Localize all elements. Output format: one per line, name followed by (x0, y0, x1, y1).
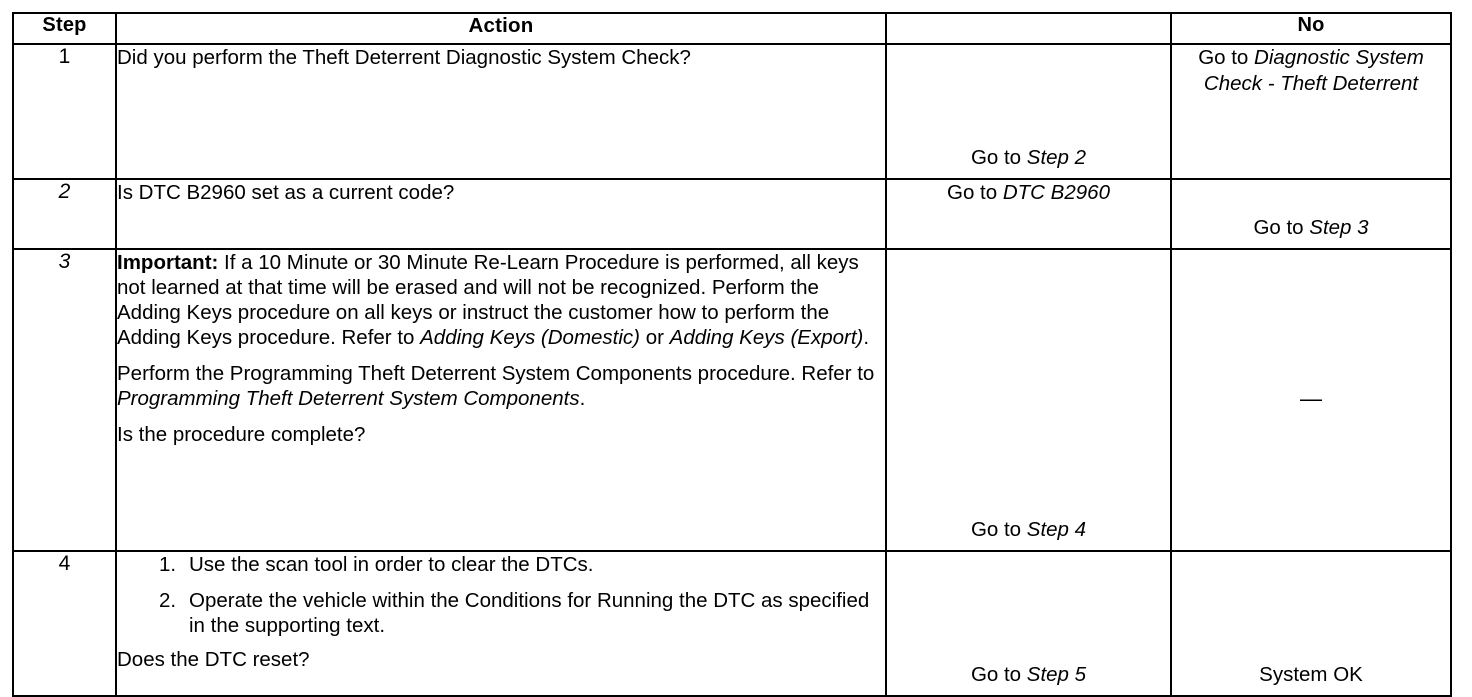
step-number: 3 (58, 250, 71, 273)
document-page: Step Action No 1 Did you perform the The… (0, 0, 1472, 670)
yes-answer-text: Go to Step 5 (887, 662, 1170, 688)
yes-answer-reference: Step 2 (1026, 146, 1087, 169)
important-note-paragraph: Important: If a 10 Minute or 30 Minute R… (117, 250, 885, 350)
no-answer-prefix: Go to (1198, 46, 1255, 69)
action-question: Is the procedure complete? (117, 423, 366, 446)
step-number-cell: 2 (12, 178, 117, 250)
list-item: Use the scan tool in order to clear the … (159, 552, 594, 577)
yes-answer-prefix: Go to (970, 663, 1027, 686)
no-answer-text: — (1300, 386, 1322, 411)
action-cell: Is DTC B2960 set as a current code? (115, 178, 887, 250)
no-answer-text: System OK (1259, 663, 1363, 686)
action-cell: Use the scan tool in order to clear the … (115, 550, 887, 697)
column-header-action: Action (115, 12, 887, 45)
step-number-cell: 3 (12, 248, 117, 552)
yes-answer-reference: Step 5 (1026, 663, 1087, 686)
table-row: 3 Important: If a 10 Minute or 30 Minute… (12, 248, 1452, 552)
reference-programming-theft-deterrent: Programming Theft Deterrent System Compo… (117, 387, 580, 410)
yes-answer-reference: DTC B2960 (1002, 181, 1110, 204)
step-number-cell: 1 (12, 43, 117, 180)
step-number-cell: 4 (12, 550, 117, 697)
diagnostic-procedure-table: Step Action No 1 Did you perform the The… (12, 12, 1452, 697)
no-answer-cell: — (1170, 248, 1452, 552)
important-label: Important: (117, 251, 219, 274)
column-header-no: No (1170, 12, 1452, 45)
action-cell: Did you perform the Theft Deterrent Diag… (115, 43, 887, 180)
para2-end: . (579, 387, 586, 410)
yes-answer-cell: Go to Step 2 (885, 43, 1172, 180)
action-question: Does the DTC reset? (117, 648, 310, 671)
no-answer-text: Go to Step 3 (1172, 215, 1450, 241)
step-number: 2 (58, 180, 71, 203)
table-row: 2 Is DTC B2960 set as a current code? Go… (12, 178, 1452, 250)
action-paragraph: Perform the Programming Theft Deterrent … (117, 361, 885, 411)
yes-answer-text: Go to Step 2 (887, 145, 1170, 171)
important-body: If a 10 Minute or 30 Minute Re-Learn Pro… (117, 251, 859, 349)
action-paragraph: Did you perform the Theft Deterrent Diag… (117, 46, 691, 69)
no-answer-cell: Go to Diagnostic System Check - Theft De… (1170, 43, 1452, 180)
action-step-list: Use the scan tool in order to clear the … (117, 552, 885, 638)
no-answer-text: Go to Diagnostic System Check - Theft De… (1172, 45, 1450, 97)
header-row: Step Action No (12, 12, 1452, 45)
column-header-step: Step (12, 12, 117, 45)
no-answer-cell: Go to Step 3 (1170, 178, 1452, 250)
yes-answer-cell: Go to Step 5 (885, 550, 1172, 697)
para2-start: Perform the Programming Theft Deterrent … (117, 362, 875, 385)
table-header: Step Action No (12, 12, 1452, 45)
reference-adding-keys-domestic: Adding Keys (Domestic) (420, 326, 641, 349)
table-row: 4 Use the scan tool in order to clear th… (12, 550, 1452, 697)
reference-adding-keys-export: Adding Keys (Export) (669, 326, 864, 349)
step-number: 1 (58, 45, 71, 68)
yes-answer-prefix: Go to (947, 181, 1003, 204)
table-body: 1 Did you perform the Theft Deterrent Di… (12, 43, 1452, 697)
yes-answer-cell: Go to Step 4 (885, 248, 1172, 552)
yes-answer-text: Go to DTC B2960 (887, 180, 1170, 206)
yes-answer-cell: Go to DTC B2960 (885, 178, 1172, 250)
important-mid: or (640, 326, 670, 349)
no-answer-cell: System OK (1170, 550, 1452, 697)
action-paragraph: Is DTC B2960 set as a current code? (117, 181, 455, 204)
no-answer-reference: Diagnostic System Check - Theft Deterren… (1203, 46, 1424, 95)
yes-answer-prefix: Go to (970, 518, 1027, 541)
yes-answer-reference: Step 4 (1026, 518, 1087, 541)
action-cell: Important: If a 10 Minute or 30 Minute R… (115, 248, 887, 552)
table-row: 1 Did you perform the Theft Deterrent Di… (12, 43, 1452, 180)
no-answer-reference: Step 3 (1309, 216, 1369, 239)
column-header-yes (885, 12, 1172, 45)
step-number: 4 (58, 552, 71, 575)
yes-answer-prefix: Go to (970, 146, 1027, 169)
yes-answer-text: Go to Step 4 (887, 517, 1170, 543)
important-end: . (863, 326, 870, 349)
list-item: Operate the vehicle within the Condition… (159, 588, 870, 637)
no-answer-prefix: Go to (1253, 216, 1310, 239)
